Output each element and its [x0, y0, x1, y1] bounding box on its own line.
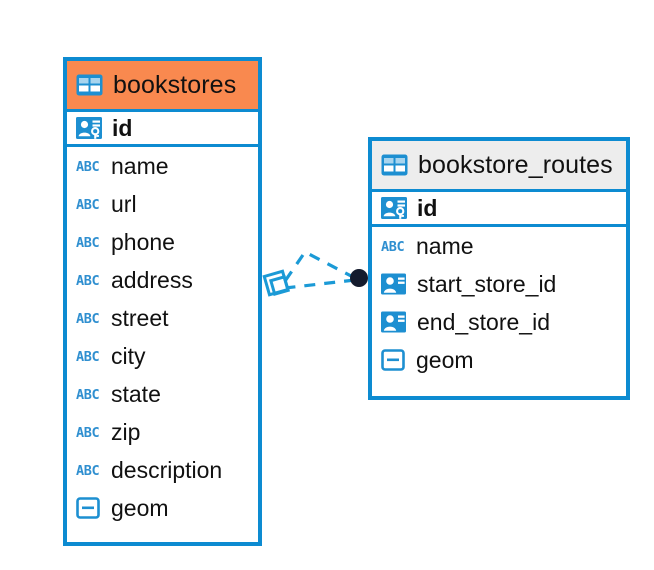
field-label: start_store_id — [417, 270, 557, 297]
field-label: name — [111, 152, 169, 179]
field-label: id — [112, 114, 133, 141]
svg-text:ABC: ABC — [76, 387, 99, 403]
svg-text:ABC: ABC — [76, 349, 99, 365]
field-row-bookstores-state[interactable]: ABC state — [67, 375, 258, 413]
relationship-line-start-store[interactable] — [281, 249, 356, 285]
entity-table-bookstore-routes[interactable]: bookstore_routes id ABC — [368, 137, 630, 400]
relationship-endpoint-filled-circle[interactable] — [350, 269, 368, 287]
field-row-bookstore-routes-end-store-id[interactable]: end_store_id — [372, 303, 626, 341]
table-icon — [381, 154, 408, 176]
field-row-bookstores-geom[interactable]: geom — [67, 489, 258, 527]
svg-text:ABC: ABC — [76, 425, 99, 441]
foreign-key-icon — [381, 272, 408, 296]
svg-text:ABC: ABC — [76, 273, 99, 289]
table-icon — [76, 74, 103, 96]
field-row-bookstores-city[interactable]: ABC city — [67, 337, 258, 375]
field-label: name — [416, 232, 474, 259]
field-label: end_store_id — [417, 308, 550, 335]
foreign-key-icon — [381, 310, 408, 334]
field-label: state — [111, 380, 161, 407]
field-label: address — [111, 266, 193, 293]
geometry-icon — [76, 496, 102, 520]
field-row-bookstores-name[interactable]: ABC name — [67, 147, 258, 185]
field-label: geom — [416, 346, 474, 373]
abc-text-icon: ABC — [76, 384, 102, 404]
svg-text:ABC: ABC — [76, 311, 99, 327]
field-row-bookstore-routes-id[interactable]: id — [372, 189, 626, 227]
abc-text-icon: ABC — [76, 308, 102, 328]
field-label: id — [417, 194, 438, 221]
field-row-bookstores-description[interactable]: ABC description — [67, 451, 258, 489]
abc-text-icon: ABC — [76, 194, 102, 214]
abc-text-icon: ABC — [76, 156, 102, 176]
relationship-line-end-store[interactable] — [284, 278, 356, 290]
entity-title: bookstore_routes — [418, 150, 613, 179]
svg-text:ABC: ABC — [76, 235, 99, 251]
field-label: city — [111, 342, 146, 369]
entity-header-bookstores[interactable]: bookstores — [67, 61, 258, 109]
entity-table-bookstores[interactable]: bookstores id ABC — [63, 57, 262, 546]
abc-text-icon: ABC — [76, 460, 102, 480]
field-label: street — [111, 304, 169, 331]
field-label: zip — [111, 418, 141, 445]
primary-key-icon — [381, 196, 408, 220]
svg-text:ABC: ABC — [76, 197, 99, 213]
field-row-bookstores-phone[interactable]: ABC phone — [67, 223, 258, 261]
field-row-bookstore-routes-geom[interactable]: geom — [372, 341, 626, 379]
geometry-icon — [381, 348, 407, 372]
abc-text-icon: ABC — [76, 346, 102, 366]
field-row-bookstores-zip[interactable]: ABC zip — [67, 413, 258, 451]
abc-text-icon: ABC — [381, 236, 407, 256]
abc-text-icon: ABC — [76, 422, 102, 442]
abc-text-icon: ABC — [76, 270, 102, 290]
abc-text-icon: ABC — [76, 232, 102, 252]
field-row-bookstore-routes-start-store-id[interactable]: start_store_id — [372, 265, 626, 303]
field-label: description — [111, 456, 223, 483]
field-row-bookstores-url[interactable]: ABC url — [67, 185, 258, 223]
field-label: phone — [111, 228, 175, 255]
field-row-bookstore-routes-name[interactable]: ABC name — [372, 227, 626, 265]
relationship-endpoint-double-diamond[interactable] — [262, 269, 291, 297]
field-label: geom — [111, 494, 169, 521]
entity-header-bookstore-routes[interactable]: bookstore_routes — [372, 141, 626, 189]
entity-title: bookstores — [113, 70, 237, 99]
field-row-bookstores-street[interactable]: ABC street — [67, 299, 258, 337]
primary-key-icon — [76, 116, 103, 140]
field-row-bookstores-id[interactable]: id — [67, 109, 258, 147]
field-row-bookstores-address[interactable]: ABC address — [67, 261, 258, 299]
svg-text:ABC: ABC — [76, 159, 99, 175]
svg-text:ABC: ABC — [381, 239, 404, 255]
field-label: url — [111, 190, 137, 217]
svg-text:ABC: ABC — [76, 463, 99, 479]
